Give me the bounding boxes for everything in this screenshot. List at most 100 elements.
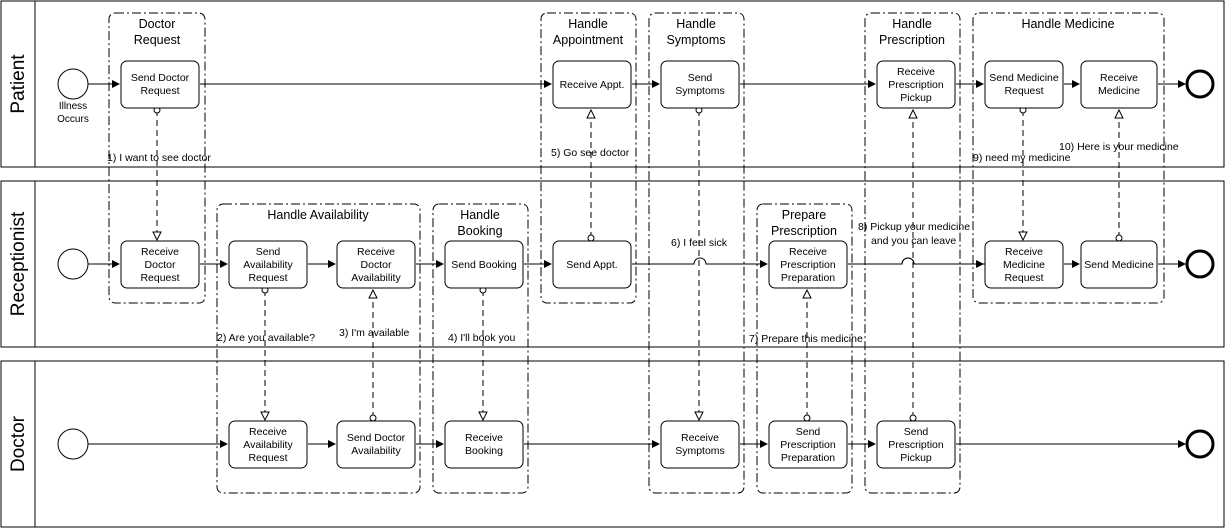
message-flow-2: 2) Are you available?	[217, 286, 315, 422]
group-label-line: Appointment	[553, 33, 624, 47]
group-label-line: Handle	[892, 17, 932, 31]
group-handle-availability: Handle Availability	[216, 203, 421, 494]
message-flow-4: 4) I'll book you	[448, 286, 516, 422]
message-flow-7: 7) Prepare this medicine	[749, 288, 863, 422]
start-event-patient[interactable]: Illness Occurs	[57, 68, 89, 125]
task-label-line: Preparation	[781, 272, 835, 284]
task-label-line: Send Appt.	[566, 259, 617, 271]
task-label-line: Receive	[789, 246, 827, 258]
task-label-line: Send	[904, 426, 929, 438]
group-label-line: Handle Medicine	[1021, 17, 1114, 31]
message-label-5: 5) Go see doctor	[551, 147, 630, 159]
task-label-line: Prescription	[780, 259, 836, 271]
end-event-patient[interactable]	[1185, 69, 1215, 99]
task-label-line: Booking	[465, 445, 503, 457]
message-label-6: 6) I feel sick	[671, 237, 728, 249]
task-label-line: Request	[248, 452, 287, 464]
task-label-line: Medicine	[1098, 85, 1140, 97]
task-send-medicine-request[interactable]: Send Medicine Request	[984, 60, 1064, 109]
message-flow-8: 8) Pickup your medicine and you can leav…	[858, 108, 970, 422]
message-label-1: 1) I want to see doctor	[107, 152, 211, 164]
task-label-line: Availability	[351, 272, 401, 284]
task-receive-doctor-availability[interactable]: Receive Doctor Availability	[336, 240, 416, 289]
task-send-medicine[interactable]: Send Medicine	[1080, 240, 1158, 289]
task-label-line: Receive	[249, 426, 287, 438]
task-label-line: Request	[248, 272, 287, 284]
group-label-line: Prescription	[771, 224, 837, 238]
group-label-line: Handle Availability	[267, 208, 369, 222]
task-label-line: Receive	[141, 246, 179, 258]
group-label-line: Handle	[460, 208, 500, 222]
task-label-line: Prescription	[888, 439, 944, 451]
message-flow-3: 3) I'm available	[339, 288, 409, 422]
group-label-line: Symptoms	[666, 33, 725, 47]
message-label-8: 8) Pickup your medicine	[858, 221, 970, 233]
task-label-line: Send	[796, 426, 821, 438]
lane-label-receptionist: Receptionist	[8, 211, 29, 316]
task-label-line: Send	[688, 72, 713, 84]
message-flows: 1) I want to see doctor 2) Are you avail…	[107, 106, 1179, 422]
task-label-line: Prescription	[780, 439, 836, 451]
task-send-availability-request[interactable]: Send Availability Request	[228, 240, 308, 289]
task-label-line: Availability	[351, 445, 401, 457]
task-receive-prescription-pickup[interactable]: Receive Prescription Pickup	[876, 60, 956, 109]
group-label-line: Handle	[676, 17, 716, 31]
task-label-line: Receive	[897, 66, 935, 78]
task-send-doctor-request[interactable]: Send Doctor Request	[120, 60, 200, 109]
group-handle-appointment: Handle Appointment	[540, 12, 637, 304]
start-event-receptionist[interactable]	[57, 248, 89, 280]
lane-label-doctor: Doctor	[8, 415, 29, 472]
seq-flow	[632, 257, 762, 265]
task-label-line: Receive	[681, 432, 719, 444]
end-event-doctor[interactable]	[1185, 429, 1215, 459]
task-receive-medicine-request[interactable]: Receive Medicine Request	[984, 240, 1064, 289]
task-send-symptoms[interactable]: Send Symptoms	[660, 60, 740, 109]
group-doctor-request: Doctor Request	[108, 12, 206, 304]
seq-flow	[848, 257, 978, 265]
groups: Doctor Request Handle Appointment Handle…	[108, 12, 1165, 494]
task-send-appt[interactable]: Send Appt.	[552, 240, 632, 289]
task-receive-doctor-request[interactable]: Receive Doctor Request	[120, 240, 200, 289]
end-event-receptionist[interactable]	[1185, 249, 1215, 279]
event-label-line: Occurs	[57, 114, 89, 125]
message-flow-9: 9) need my medicine	[973, 106, 1071, 242]
task-receive-appt[interactable]: Receive Appt.	[552, 60, 632, 109]
task-label-line: Request	[1004, 272, 1043, 284]
tasks: Send Doctor Request Receive Appt. Send S…	[120, 60, 1158, 469]
task-label-line: Doctor	[361, 259, 392, 271]
events: Illness Occurs	[57, 68, 1215, 460]
task-label-line: Receive Appt.	[560, 79, 625, 91]
group-label-line: Request	[134, 33, 181, 47]
task-label-line: Availability	[243, 259, 293, 271]
message-flow-5: 5) Go see doctor	[551, 108, 630, 242]
group-label-line: Booking	[457, 224, 502, 238]
group-label-line: Doctor	[139, 17, 176, 31]
task-receive-medicine[interactable]: Receive Medicine	[1080, 60, 1158, 109]
task-send-booking[interactable]: Send Booking	[444, 240, 524, 289]
task-receive-availability-request[interactable]: Receive Availability Request	[228, 420, 308, 469]
sequence-arrowheads	[112, 80, 1186, 448]
task-label-line: Doctor	[145, 259, 176, 271]
message-label-10: 10) Here is your medicine	[1059, 141, 1179, 153]
task-send-prescription-pickup[interactable]: Send Prescription Pickup	[876, 420, 956, 469]
task-label-line: Receive	[1005, 246, 1043, 258]
task-receive-booking[interactable]: Receive Booking	[444, 420, 524, 469]
group-handle-symptoms: Handle Symptoms	[648, 12, 745, 494]
task-send-prescription-preparation[interactable]: Send Prescription Preparation	[768, 420, 848, 469]
message-label-9: 9) need my medicine	[973, 152, 1071, 164]
task-label-line: Receive	[465, 432, 503, 444]
group-handle-booking: Handle Booking	[432, 203, 529, 494]
task-label-line: Availability	[243, 439, 293, 451]
message-label-8: and you can leave	[871, 235, 956, 247]
task-label-line: Symptoms	[675, 445, 725, 457]
start-event-doctor[interactable]	[57, 428, 89, 460]
event-label-line: Illness	[59, 101, 87, 112]
task-label-line: Request	[1004, 85, 1043, 97]
task-receive-symptoms[interactable]: Receive Symptoms	[660, 420, 740, 469]
task-send-doctor-availability[interactable]: Send Doctor Availability	[336, 420, 416, 469]
task-label-line: Send Medicine	[1084, 259, 1154, 271]
group-prepare-prescription: Prepare Prescription	[756, 203, 853, 494]
task-receive-prescription-preparation[interactable]: Receive Prescription Preparation	[768, 240, 848, 289]
message-label-3: 3) I'm available	[339, 327, 409, 339]
task-label-line: Medicine	[1003, 259, 1045, 271]
